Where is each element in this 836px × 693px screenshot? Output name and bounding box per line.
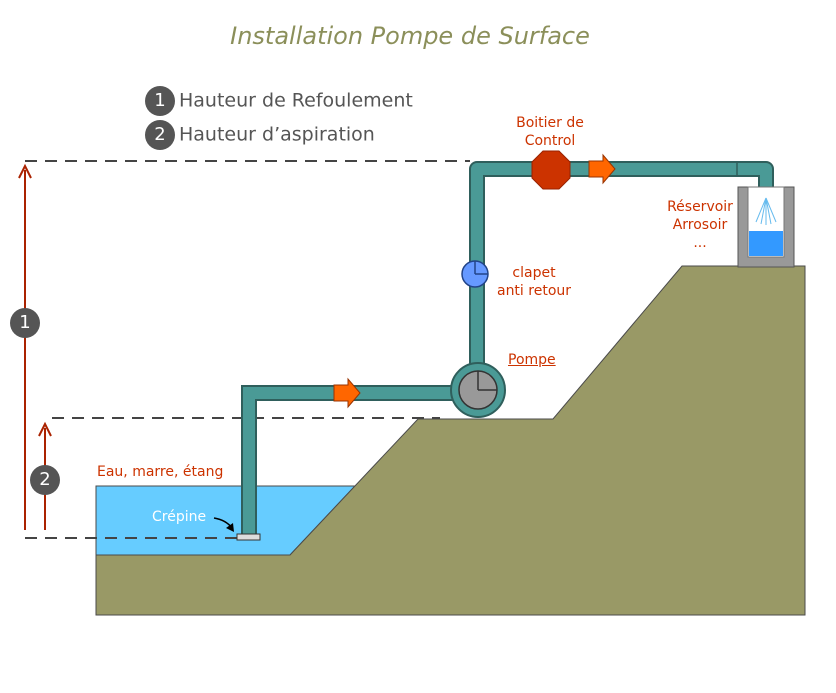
flow-arrow-suction [333, 377, 361, 409]
label-check-valve-line1: clapet [512, 265, 556, 281]
suction-pipe-fill [243, 387, 468, 534]
legend-badge-2: 2 [145, 120, 175, 150]
label-water: Eau, marre, étang [97, 464, 224, 480]
dimension-arrow-2-head [38, 421, 52, 437]
label-control-box: Boitier de Control [500, 114, 600, 150]
legend-badge-1: 1 [145, 86, 175, 116]
label-check-valve-line2: anti retour [496, 283, 572, 299]
label-reservoir-line3: ... [693, 235, 707, 251]
label-reservoir-line2: Arrosoir [672, 217, 728, 233]
dimension-badge-2: 2 [30, 465, 60, 495]
diagram-title: Installation Pompe de Surface [230, 22, 590, 50]
label-check-valve: clapet anti retour [484, 264, 584, 300]
dimension-badge-1: 1 [10, 308, 40, 338]
ground-hill [95, 265, 806, 616]
legend-text-2: Hauteur d’aspiration [179, 123, 375, 146]
dimension-arrow-1-head [18, 163, 32, 179]
strainer [236, 533, 261, 541]
flow-arrow-discharge [588, 153, 616, 185]
reservoir-water [749, 231, 783, 256]
label-control-box-line2: Control [524, 133, 576, 149]
control-box [531, 150, 571, 190]
strainer-pointer-head [226, 523, 234, 532]
water-spray [755, 197, 777, 225]
label-reservoir-line1: Réservoir [667, 199, 733, 215]
label-pump: Pompe [508, 352, 556, 368]
pump-rotor-quadrant [477, 371, 497, 391]
label-control-box-line1: Boitier de [516, 115, 584, 131]
label-reservoir: Réservoir Arrosoir ... [650, 198, 750, 252]
check-valve-quadrant [474, 261, 488, 275]
label-strainer: Crépine [152, 509, 207, 525]
legend-text-1: Hauteur de Refoulement [179, 89, 413, 112]
